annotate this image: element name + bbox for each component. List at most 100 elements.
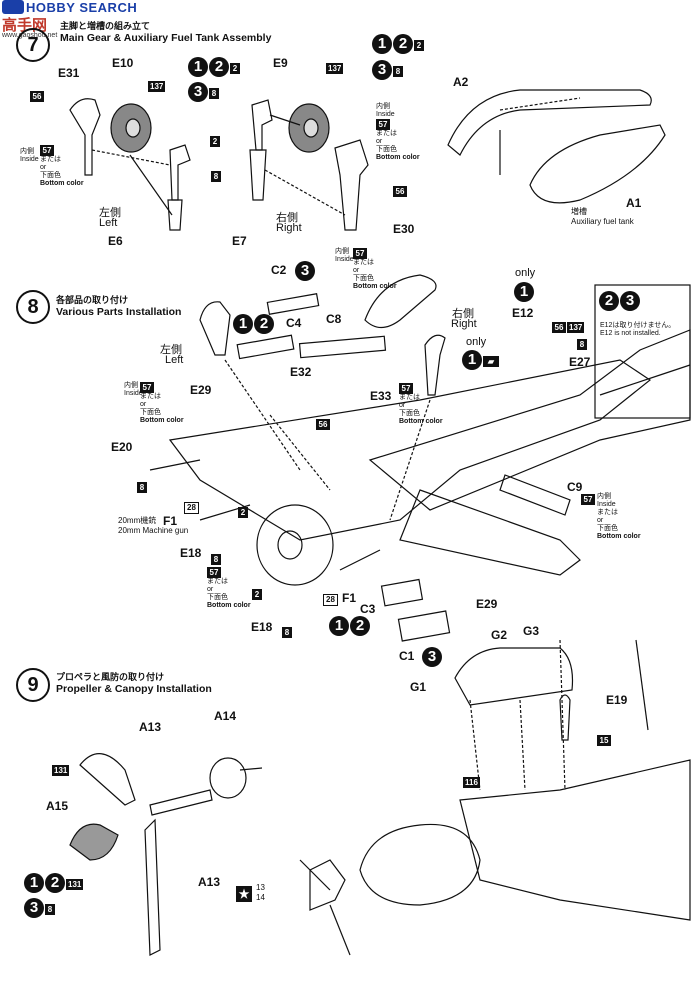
step8-left-en: Left	[165, 354, 184, 366]
part-e31: E31	[58, 66, 80, 80]
gear-leg-left	[169, 144, 191, 201]
part-a14: A14	[214, 709, 237, 723]
code-8-e18b: 8	[282, 622, 292, 640]
propeller-step9	[309, 859, 346, 911]
part-a13: A13	[139, 720, 162, 734]
code-2-e18b: 2	[252, 584, 262, 602]
a2-tank-half	[447, 89, 652, 156]
left-label-jp: 左側	[99, 207, 121, 219]
only-label-2: only	[466, 336, 487, 348]
step-7-title-en: Main Gear & Auxiliary Fuel Tank Assembly	[60, 32, 272, 44]
step-8-number: 8	[16, 290, 50, 324]
gear-leg-right	[251, 99, 273, 151]
code-8-e18: 8	[211, 549, 221, 567]
code-137-e27: 137	[567, 322, 585, 333]
part-e6: E6	[108, 234, 123, 248]
code-8-e27: 8	[577, 334, 587, 352]
part-c1: C1	[399, 649, 415, 663]
part-g2: G2	[491, 628, 508, 642]
part-g1: G1	[410, 680, 427, 694]
code-137-right: 137	[326, 63, 344, 74]
a1-tank-half	[529, 124, 666, 204]
canopy-assembly	[454, 647, 574, 706]
engine-cowling	[256, 504, 334, 586]
a13-blade-mid	[149, 789, 213, 816]
part-c2: C2	[271, 263, 287, 277]
watermark-brand: HOBBY SEARCH	[26, 0, 138, 15]
part-e18b: E18	[251, 620, 273, 634]
code-28-f1: 28	[184, 497, 199, 515]
star-icon: ★	[236, 885, 252, 903]
part-e27: E27	[569, 355, 591, 369]
inset-e12-frame	[594, 284, 691, 419]
part-c3: C3	[360, 602, 376, 616]
e30-gear-door	[334, 139, 369, 231]
part-e10: E10	[112, 56, 134, 70]
e12-note: E12は取り付けません。E12 is not installed.	[600, 322, 676, 337]
part-e33: E33	[370, 389, 392, 403]
code-56-e32: 56	[316, 414, 330, 432]
part-e9: E9	[273, 56, 288, 70]
part-f1: F1	[163, 514, 178, 528]
code-116: 116	[463, 777, 480, 788]
code-56-right: 56	[393, 181, 407, 199]
part-a1: A1	[626, 196, 642, 210]
part-e29b: E29	[476, 597, 498, 611]
a15-spinner	[69, 823, 119, 861]
drop-tank-step8	[364, 274, 437, 329]
step-9-title-en: Propeller & Canopy Installation	[56, 683, 212, 695]
step-8-title-jp: 各部品の取り付け	[56, 295, 129, 305]
code-8-left: 8	[211, 166, 221, 184]
step-9-number: 9	[16, 668, 50, 702]
code-15: 15	[597, 730, 611, 748]
a14-hub	[209, 757, 247, 799]
code-137-left: 137	[148, 81, 166, 92]
e19-antenna	[559, 694, 571, 741]
left-label-en: Left	[99, 217, 118, 229]
only-label-e12: only	[515, 267, 536, 279]
step-8-title-en: Various Parts Installation	[56, 306, 182, 318]
a13-blade-lower	[144, 818, 161, 956]
step8-right-jp: 右側	[452, 308, 474, 320]
only-version-badge: 1▰	[462, 350, 499, 370]
part-e18: E18	[180, 546, 202, 560]
step-7-title-jp: 主脚と増槽の組み立て	[60, 21, 151, 31]
part-e12: E12	[512, 306, 534, 320]
gear-step8-left	[199, 301, 231, 356]
part-a2: A2	[453, 75, 469, 89]
part-e19: E19	[606, 693, 628, 707]
part-c9: C9	[567, 480, 583, 494]
c1-version-badge: 3	[422, 647, 443, 667]
step-9-title-jp: プロペラと風防の取り付け	[56, 672, 165, 682]
engine-step9	[359, 823, 481, 906]
part-a13b: A13	[198, 875, 221, 889]
code-2-left: 2	[210, 131, 220, 149]
aircraft-wing	[168, 359, 652, 541]
fuselage-step9	[459, 759, 691, 921]
e12-version-badge: 1	[514, 282, 535, 302]
gear-step8-right	[424, 334, 446, 396]
part-c4: C4	[286, 316, 302, 330]
step8-right-en: Right	[451, 318, 477, 330]
part-a15: A15	[46, 799, 69, 813]
step8-left-jp: 左側	[160, 344, 182, 356]
